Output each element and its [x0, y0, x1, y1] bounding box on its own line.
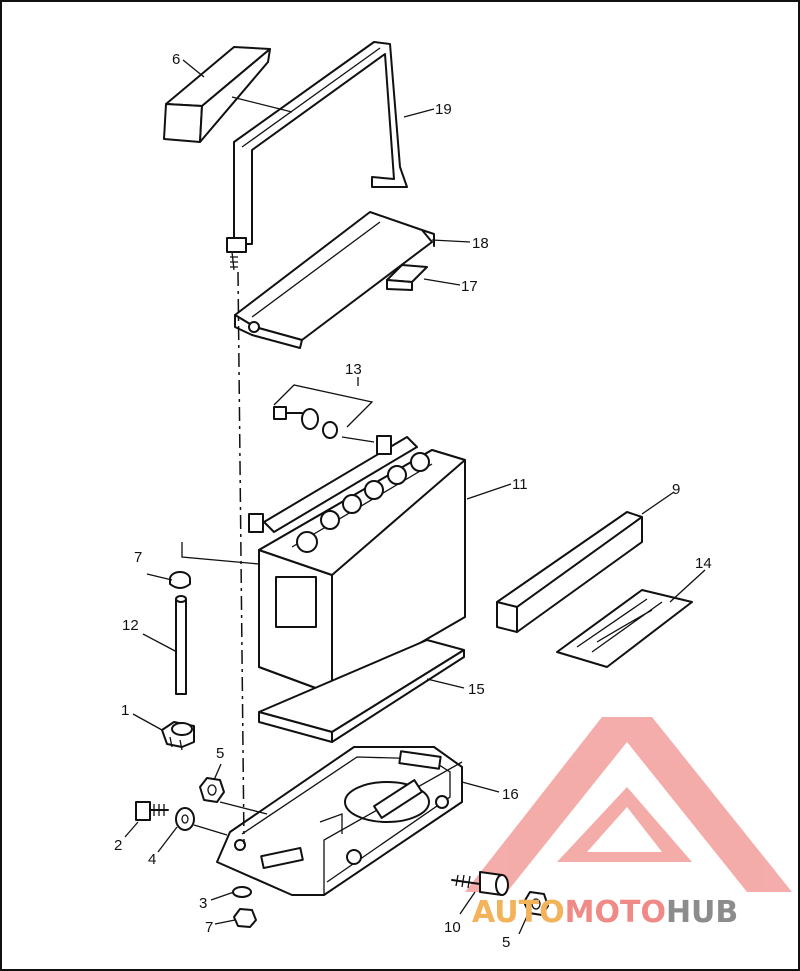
part-3-washer	[232, 886, 252, 898]
watermark-auto: AUTO	[472, 895, 565, 930]
leader-lines	[124, 59, 706, 935]
callout-12: 12	[122, 617, 139, 634]
part-10-bolt	[451, 871, 509, 896]
callout-13: 13	[345, 361, 362, 378]
callout-8: 6	[172, 51, 180, 68]
part-18-cover	[234, 211, 435, 349]
callout-10: 10	[444, 919, 461, 936]
callout-19: 19	[435, 101, 452, 118]
part-4-washer	[175, 807, 195, 831]
alignment-line	[237, 271, 245, 845]
part-5-nut-lower	[523, 891, 549, 916]
watermark-moto: MOTO	[565, 895, 666, 930]
callout-4: 4	[148, 851, 156, 868]
part-7-cap	[169, 571, 191, 589]
part-5-nut-upper	[199, 777, 225, 803]
part-17-small-pad	[386, 264, 428, 291]
part-2-bolt	[135, 801, 169, 821]
part-19-strap	[226, 41, 408, 271]
part-16-tray	[216, 746, 463, 896]
part-15-battery-pad	[258, 639, 465, 743]
callout-labels: 6 19 18 17 13 11 9 14 7 12 15 1 5 16 2 4…	[114, 51, 712, 951]
part-9-long-pad	[496, 511, 643, 633]
part-12-rod	[175, 595, 187, 695]
callout-17: 17	[461, 278, 478, 295]
svg-text:AUTOMOTOHUB: AUTOMOTOHUB	[472, 895, 738, 930]
callout-9: 9	[672, 481, 680, 498]
part-1-clip	[161, 721, 195, 751]
callout-7: 7	[134, 549, 142, 566]
callout-15: 15	[468, 681, 485, 698]
watermark-text: AUTOMOTOHUB	[472, 895, 738, 930]
callout-2: 2	[114, 837, 122, 854]
part-14-label	[556, 589, 693, 668]
callout-1: 1	[121, 702, 129, 719]
callout-11: 11	[512, 476, 528, 493]
part-13-hardware	[273, 384, 375, 443]
callout-6: 7	[205, 919, 213, 936]
callout-16: 16	[502, 786, 519, 803]
callout-14: 14	[695, 555, 712, 572]
callout-5-lower: 5	[502, 934, 510, 951]
watermark-hub: HUB	[666, 895, 738, 930]
callout-18: 18	[472, 235, 489, 252]
part-6-nut	[233, 908, 257, 928]
part-8-pad	[163, 46, 271, 143]
callout-5-upper: 5	[216, 745, 224, 762]
watermark-logo	[465, 717, 792, 892]
callout-3: 3	[199, 895, 207, 912]
